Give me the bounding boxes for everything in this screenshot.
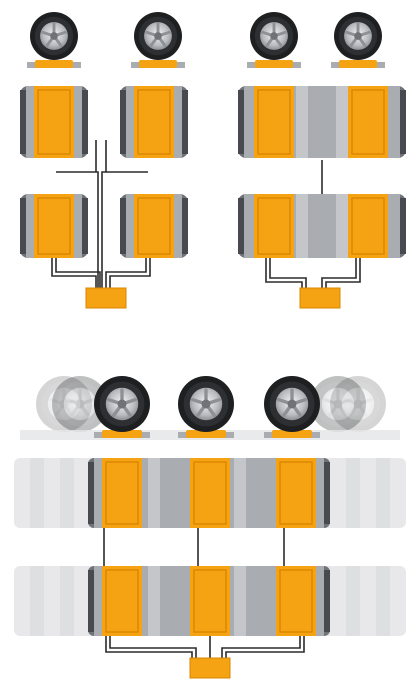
long-platform-front — [88, 458, 330, 528]
wheel-icon — [264, 376, 320, 432]
weigh-pad-icon — [131, 60, 185, 68]
control-box-icon — [299, 287, 341, 309]
control-box-icon — [189, 657, 231, 679]
wheel-icon — [250, 12, 298, 60]
wheels-layer — [20, 12, 400, 440]
wheel-icon — [30, 12, 78, 60]
cable-set — [103, 528, 305, 660]
long-platform-rear — [88, 566, 330, 636]
weigh-pad-icon — [178, 430, 234, 438]
wheel-icon — [178, 376, 234, 432]
wheel-icon — [334, 12, 382, 60]
ghost-wheel-icon — [52, 376, 108, 432]
config-long-platforms — [14, 458, 406, 679]
axle-platform-front — [238, 86, 406, 158]
pad-front-left — [20, 86, 88, 158]
pad-rear-right — [120, 194, 188, 258]
weigh-pad-icon — [331, 60, 385, 68]
config-four-pads — [20, 86, 188, 309]
control-box-icon — [85, 287, 127, 309]
axle-platform-rear — [238, 194, 406, 258]
pad-front-right — [120, 86, 188, 158]
cable-set — [51, 140, 151, 290]
weigh-pad-icon — [94, 430, 150, 438]
config-two-axle-platforms — [238, 86, 406, 309]
wheel-icon — [94, 376, 150, 432]
weigh-pad-icon — [27, 60, 81, 68]
cable-set — [265, 160, 361, 290]
weigh-pad-icon — [247, 60, 301, 68]
weigh-pad-icon — [264, 430, 320, 438]
ghost-wheel-icon — [330, 376, 386, 432]
pad-rear-left — [20, 194, 88, 258]
wheel-icon — [134, 12, 182, 60]
